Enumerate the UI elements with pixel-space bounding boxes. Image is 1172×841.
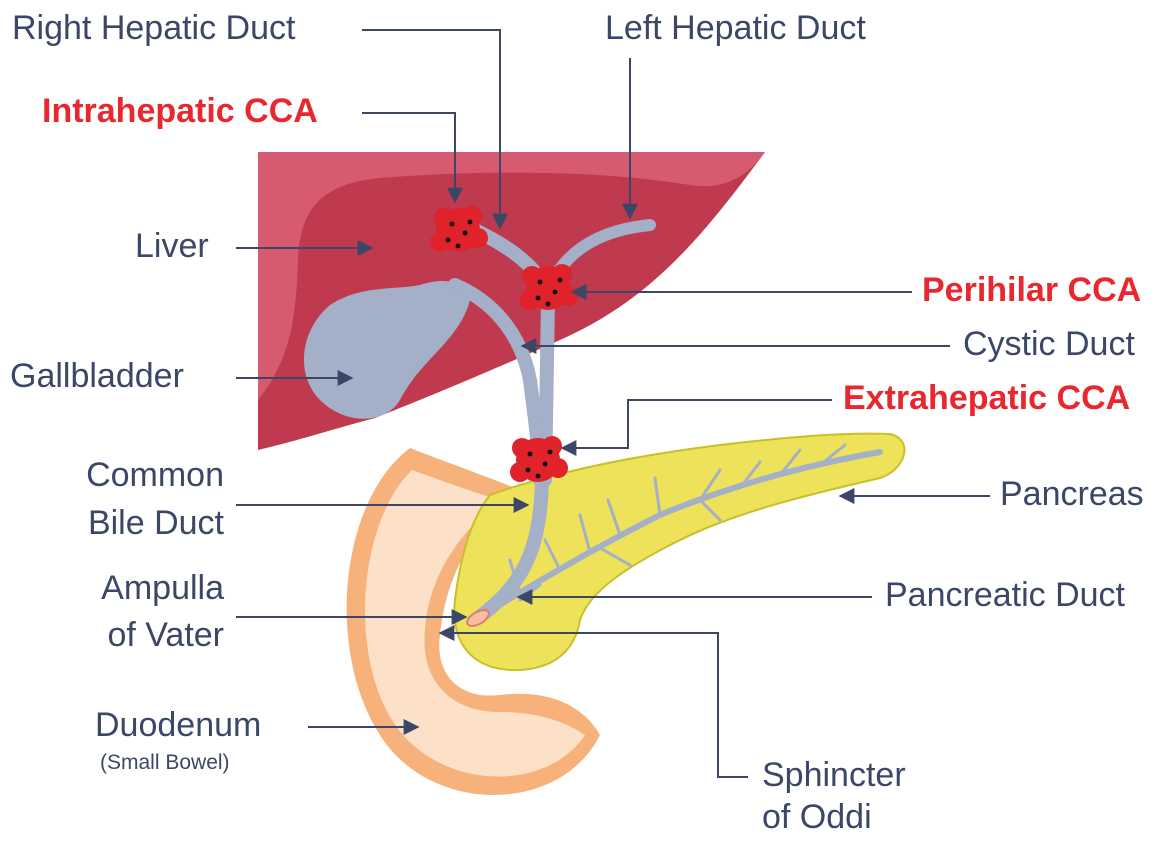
label-duodenum-sub: (Small Bowel) <box>100 750 230 775</box>
label-right-hepatic-duct: Right Hepatic Duct <box>12 8 295 49</box>
label-common-bile-duct-line1: Common <box>60 455 224 496</box>
label-sphincter-line1: Sphincter <box>762 755 906 796</box>
label-ampulla-line2: of Vater <box>60 615 224 656</box>
label-common-bile-duct-line2: Bile Duct <box>60 503 224 544</box>
label-pancreatic-duct: Pancreatic Duct <box>885 575 1125 616</box>
label-sphincter-line2: of Oddi <box>762 797 872 838</box>
label-intrahepatic-cca: Intrahepatic CCA <box>42 91 318 132</box>
label-liver: Liver <box>135 226 209 267</box>
label-pancreas: Pancreas <box>1000 474 1144 515</box>
label-ampulla-line1: Ampulla <box>60 568 224 609</box>
label-gallbladder: Gallbladder <box>10 356 184 397</box>
label-extrahepatic-cca: Extrahepatic CCA <box>843 378 1130 419</box>
label-duodenum: Duodenum <box>95 705 261 746</box>
label-perihilar-cca: Perihilar CCA <box>922 270 1141 311</box>
label-left-hepatic-duct: Left Hepatic Duct <box>605 8 866 49</box>
label-cystic-duct: Cystic Duct <box>963 324 1135 365</box>
tumor-extrahepatic <box>510 436 568 482</box>
tumor-perihilar <box>520 264 578 310</box>
tumor-intrahepatic <box>430 206 488 252</box>
